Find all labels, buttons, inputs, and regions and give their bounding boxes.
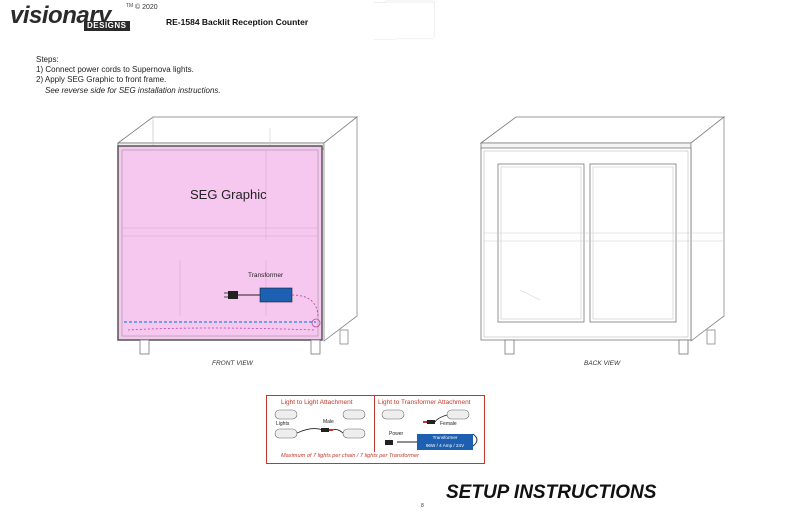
attachment-legend: Light to Light Attachment Light to Trans… (266, 395, 485, 464)
document-title: RE-1584 Backlit Reception Counter (166, 17, 309, 27)
power-label: Power (389, 431, 404, 437)
transformer-label: Transformer (248, 272, 284, 279)
attachment-diagram (274, 409, 478, 447)
steps-note: See reverse side for SEG installation in… (45, 85, 221, 95)
back-view-label: BACK VIEW (584, 360, 621, 367)
light-to-transformer-heading: Light to Transformer Attachment (378, 399, 471, 406)
step-2: 2) Apply SEG Graphic to front frame. (36, 75, 167, 85)
seg-graphic-label: SEG Graphic (190, 187, 267, 202)
legend-divider (374, 396, 375, 452)
male-label: Male (323, 419, 334, 425)
max-lights-note: Maximum of 7 lights per chain / 7 lights… (281, 453, 419, 459)
lights-label: Lights (276, 421, 290, 427)
seg-graphic-panel (117, 145, 323, 341)
copyright: © 2020 (135, 4, 158, 11)
transformer-box-spec: 96W / 4 Amp / 24V (425, 442, 465, 448)
steps-block: Steps: 1) Connect power cords to Superno… (36, 55, 221, 96)
header-frame (373, 0, 435, 40)
step-1: 1) Connect power cords to Supernova ligh… (36, 65, 194, 75)
transformer-spec-box: Transformer 96W / 4 Amp / 24V (417, 434, 473, 450)
trademark: TM (126, 3, 134, 9)
logo-subtext: DESIGNS (84, 21, 130, 31)
transformer-box-title: Transformer (432, 435, 458, 440)
page-number: 8 (421, 503, 424, 509)
light-to-light-heading: Light to Light Attachment (281, 399, 353, 406)
steps-heading: Steps: (36, 55, 59, 64)
setup-instructions-title: SETUP INSTRUCTIONS (446, 482, 657, 503)
front-view-label: FRONT VIEW (212, 360, 253, 367)
female-label: Female (440, 421, 457, 427)
